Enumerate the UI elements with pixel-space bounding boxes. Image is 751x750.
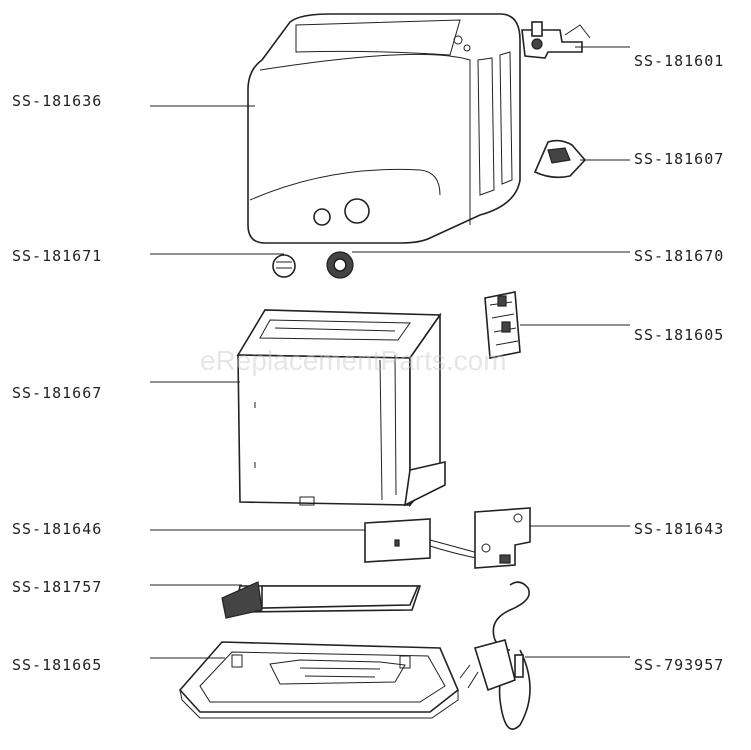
part-label-top-housing: SS-181636 [12, 92, 103, 110]
crumb-tray-part [221, 581, 422, 619]
part-label-pcb-terminal: SS-181643 [634, 520, 725, 538]
base-part [178, 641, 459, 719]
toast-chamber-part [236, 309, 446, 508]
part-label-lever-knob: SS-181607 [634, 150, 725, 168]
watermark-text: eReplacementParts.com [200, 345, 507, 376]
part-label-control-board: SS-181646 [12, 520, 103, 538]
part-label-crumb-tray: SS-181757 [12, 578, 103, 596]
power-cord-part [459, 581, 531, 730]
part-label-power-cord: SS-793957 [634, 656, 725, 674]
small-knob-part [272, 254, 296, 278]
part-label-toast-chamber: SS-181667 [12, 384, 103, 402]
part-label-switch-assembly: SS-181605 [634, 326, 725, 344]
part-label-dial-knob: SS-181670 [634, 247, 725, 265]
pcb-terminal-part [474, 507, 531, 569]
lever-knob-part [533, 139, 587, 179]
control-board-part [364, 518, 489, 563]
top-housing-part [247, 13, 521, 244]
dial-knob-part [326, 251, 354, 279]
lever-assembly-part [521, 21, 591, 59]
switch-assembly-part [484, 291, 521, 359]
leader-lines [150, 46, 630, 659]
part-label-base: SS-181665 [12, 656, 103, 674]
part-label-small-knob: SS-181671 [12, 247, 103, 265]
part-label-lever-assembly: SS-181601 [634, 52, 725, 70]
